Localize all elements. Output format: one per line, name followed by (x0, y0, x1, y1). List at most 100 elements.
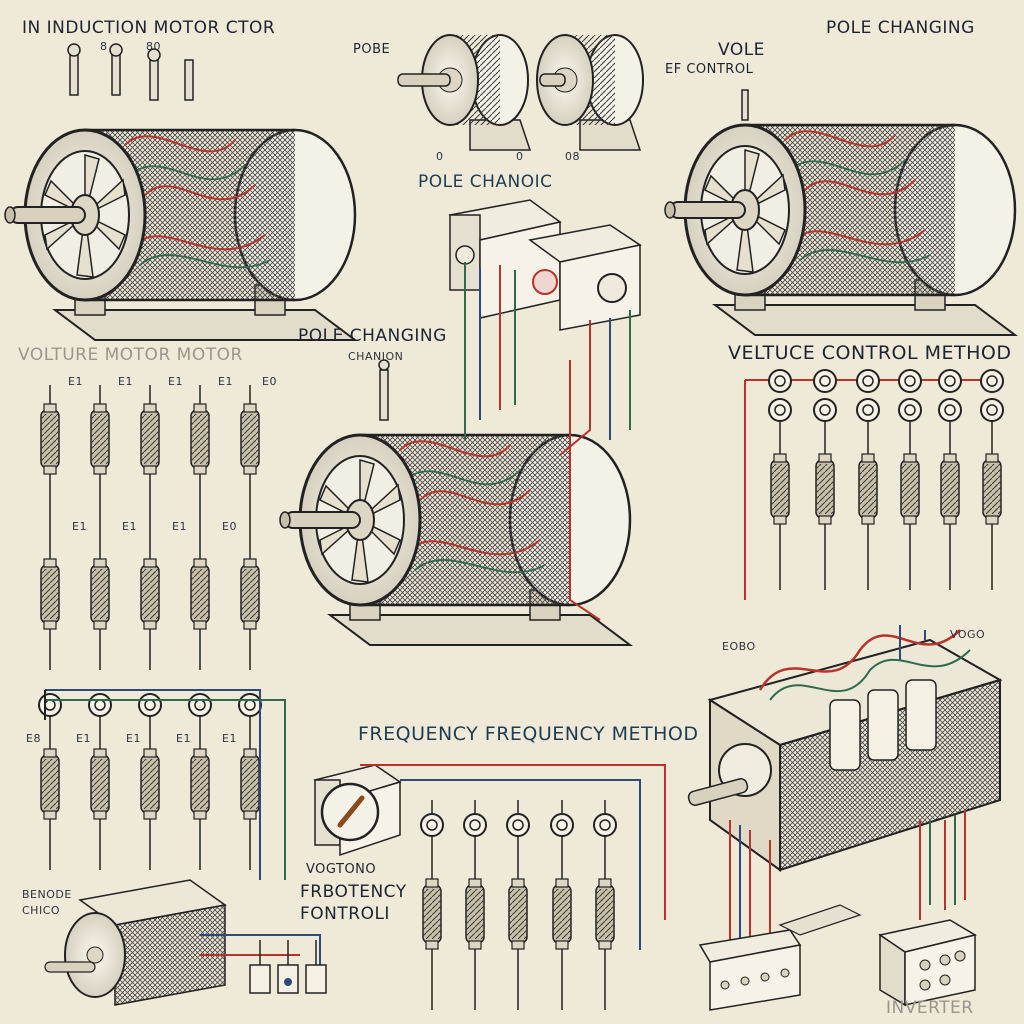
mark-under-b: 0 (516, 150, 524, 163)
coil-label: E8 (26, 732, 41, 745)
coil-icon (982, 453, 1002, 525)
coil-icon (140, 748, 160, 820)
coil-icon (90, 748, 110, 820)
label-ef-control: EF CONTROL (665, 62, 754, 77)
coil-icon (140, 403, 160, 475)
switch-icon (249, 940, 327, 994)
label-chanion: CHANION (348, 350, 404, 363)
frequency-coil-bank (420, 800, 617, 1010)
coil-icon (90, 558, 110, 630)
label-vogtono: VOGTONO (306, 862, 377, 877)
pole-changing-switch-box-icon (448, 199, 642, 331)
coil-label: E0 (262, 375, 277, 388)
main-motor-icon (278, 433, 632, 647)
coil-icon (422, 878, 442, 950)
coil-icon (940, 453, 960, 525)
label-inverter: INVERTER (886, 998, 974, 1018)
coil-icon (552, 878, 572, 950)
inverter-icon (878, 919, 977, 1007)
pole-changing-motor-icon (663, 123, 1017, 337)
mark-top-b: 80 (146, 40, 161, 53)
terminal-icon (550, 813, 574, 837)
coil-icon (240, 748, 260, 820)
terminal-icon (88, 693, 112, 717)
coil-label: E1 (168, 375, 183, 388)
mark-under-c: 08 (565, 150, 580, 163)
terminal-icon (188, 693, 212, 717)
terminal-icon (898, 398, 922, 422)
terminal-icon (813, 398, 837, 422)
label-benode: BENODE (22, 888, 72, 901)
coil-icon (40, 558, 60, 630)
coil-icon (770, 453, 790, 525)
coil-icon (858, 453, 878, 525)
label-eobo: EOBO (722, 640, 756, 653)
terminal-icon (138, 693, 162, 717)
coil-icon (595, 878, 615, 950)
terminal-icon (980, 369, 1004, 393)
coil-icon (40, 403, 60, 475)
coil-label: E1 (68, 375, 83, 388)
coil-icon (465, 878, 485, 950)
terminal-icon (813, 369, 837, 393)
induction-motor-icon (3, 128, 357, 342)
terminal-icon (38, 693, 62, 717)
coil-label: E1 (218, 375, 233, 388)
mark-top-a: 8 (100, 40, 108, 53)
coil-icon (240, 403, 260, 475)
coil-icon (900, 453, 920, 525)
coil-icon (190, 403, 210, 475)
terminal-icon (593, 813, 617, 837)
terminal-icon (898, 369, 922, 393)
small-motor-icon (536, 34, 644, 151)
bottom-motor-icon (44, 879, 227, 1006)
coil-label: E0 (222, 520, 237, 533)
small-motor-icon (397, 34, 532, 151)
terminal-icon (463, 813, 487, 837)
voltage-control-coil-bank (768, 369, 1004, 590)
terminal-block-icon (698, 904, 862, 1011)
title-voltage-control-method: VELTUCE CONTROL METHOD (728, 342, 1012, 364)
coil-icon (190, 748, 210, 820)
terminal-icon (980, 398, 1004, 422)
label-vole: VOLE (718, 40, 765, 60)
coil-label: E1 (126, 732, 141, 745)
coil-label: E1 (72, 520, 87, 533)
title-frequency-method: FREQUENCY FREQUENCY METHOD (358, 723, 699, 745)
coil-label: E1 (176, 732, 191, 745)
label-volture-motor: VOLTURE MOTOR MOTOR (18, 345, 243, 365)
coil-icon (40, 748, 60, 820)
terminal-icon (420, 813, 444, 837)
terminal-icon (768, 369, 792, 393)
label-vogo: VOGO (950, 628, 986, 641)
left-coil-bank (38, 385, 262, 870)
mark-under-a: 0 (436, 150, 444, 163)
terminal-icon (768, 398, 792, 422)
inverter-motor-icon (687, 629, 1003, 872)
coil-label: E1 (122, 520, 137, 533)
label-pobe: POBE (353, 42, 391, 57)
coil-icon (815, 453, 835, 525)
coil-icon (140, 558, 160, 630)
label-fontroli: FONTROLI (300, 904, 390, 924)
terminal-icon (856, 369, 880, 393)
coil-label: E1 (222, 732, 237, 745)
coil-label: E1 (118, 375, 133, 388)
frequency-dial-icon (313, 764, 402, 857)
label-pole-chanoic: POLE CHANOIC (418, 172, 553, 192)
terminal-icon (506, 813, 530, 837)
terminal-icon (938, 398, 962, 422)
title-pole-changing: POLE CHANGING (826, 18, 975, 38)
terminal-icon (938, 369, 962, 393)
terminal-icon (238, 693, 262, 717)
label-frbotency: FRBOTENCY (300, 882, 407, 902)
probe-icon (67, 43, 749, 421)
coil-icon (190, 558, 210, 630)
label-chico: CHICO (22, 904, 61, 917)
title-induction-motor: IN INDUCTION MOTOR CTOR (22, 18, 276, 38)
label-pole-changing-mid: POLE CHANGING (298, 326, 447, 346)
coil-icon (508, 878, 528, 950)
coil-label: E1 (172, 520, 187, 533)
